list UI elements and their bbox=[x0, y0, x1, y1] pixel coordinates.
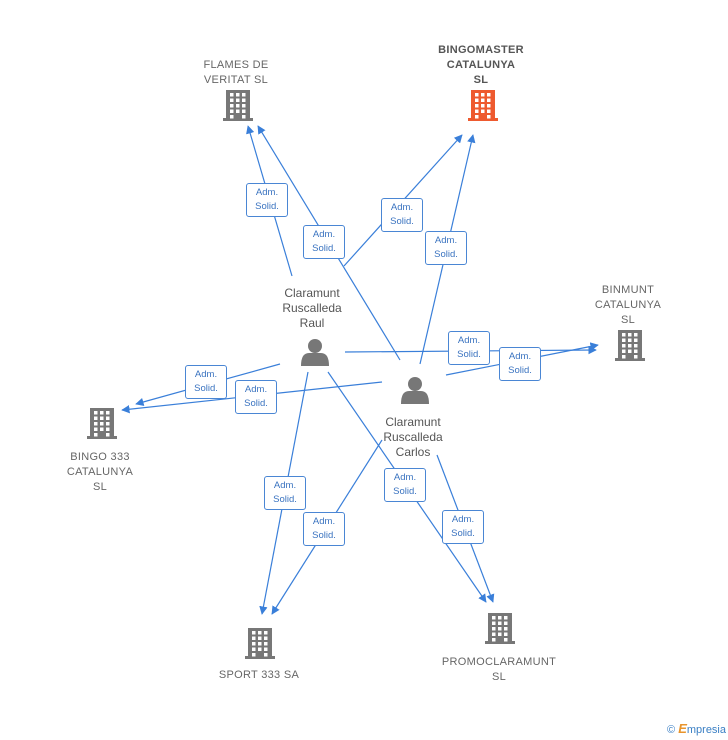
edge-badge-carlos-to-sport333[interactable]: Adm. Solid. bbox=[303, 512, 345, 546]
edge-badge-carlos-to-bingo333[interactable]: Adm. Solid. bbox=[235, 380, 277, 414]
promoclaramunt-building-icon[interactable] bbox=[485, 613, 515, 644]
raul-label[interactable]: Claramunt Ruscalleda Raul bbox=[282, 286, 342, 330]
brand-name: mpresia bbox=[686, 724, 726, 736]
edge-badge-carlos-to-promoclaramunt[interactable]: Adm. Solid. bbox=[442, 510, 484, 544]
carlos-label[interactable]: Claramunt Ruscalleda Carlos bbox=[383, 415, 443, 459]
icons-layer bbox=[87, 90, 645, 659]
brand-initial: E bbox=[678, 721, 687, 736]
edge-badge-carlos-to-binmunt[interactable]: Adm. Solid. bbox=[499, 347, 541, 381]
bingo333-label[interactable]: BINGO 333 CATALUNYA SL bbox=[66, 451, 134, 493]
sport333-label[interactable]: SPORT 333 SA bbox=[218, 669, 300, 681]
edge-badge-raul-to-sport333[interactable]: Adm. Solid. bbox=[264, 476, 306, 510]
edge-badge-carlos-to-flames[interactable]: Adm. Solid. bbox=[303, 225, 345, 259]
flames-building-icon[interactable] bbox=[223, 90, 253, 121]
bingomaster-building-icon[interactable] bbox=[468, 90, 498, 121]
binmunt-building-icon[interactable] bbox=[615, 330, 645, 361]
binmunt-label[interactable]: BINMUNT CATALUNYA SL bbox=[594, 284, 662, 326]
carlos-person-icon[interactable] bbox=[401, 377, 429, 404]
copyright-symbol: © bbox=[667, 724, 676, 736]
edge-badge-carlos-to-bingomaster[interactable]: Adm. Solid. bbox=[425, 231, 467, 265]
brand-footer[interactable]: © Empresia bbox=[667, 721, 726, 736]
raul-person-icon[interactable] bbox=[301, 339, 329, 366]
edge-badge-raul-to-bingo333[interactable]: Adm. Solid. bbox=[185, 365, 227, 399]
flames-label[interactable]: FLAMES DE VERITAT SL bbox=[203, 59, 269, 86]
promoclaramunt-label[interactable]: PROMOCLARAMUNT SL bbox=[441, 656, 557, 683]
edge-badge-raul-to-bingomaster[interactable]: Adm. Solid. bbox=[381, 198, 423, 232]
edge-badge-raul-to-binmunt[interactable]: Adm. Solid. bbox=[448, 331, 490, 365]
edge-badge-raul-to-flames[interactable]: Adm. Solid. bbox=[246, 183, 288, 217]
bingo333-building-icon[interactable] bbox=[87, 408, 117, 439]
edge-badge-raul-to-promoclaramunt[interactable]: Adm. Solid. bbox=[384, 468, 426, 502]
bingomaster-label[interactable]: BINGOMASTER CATALUNYA SL bbox=[438, 44, 524, 86]
sport333-building-icon[interactable] bbox=[245, 628, 275, 659]
